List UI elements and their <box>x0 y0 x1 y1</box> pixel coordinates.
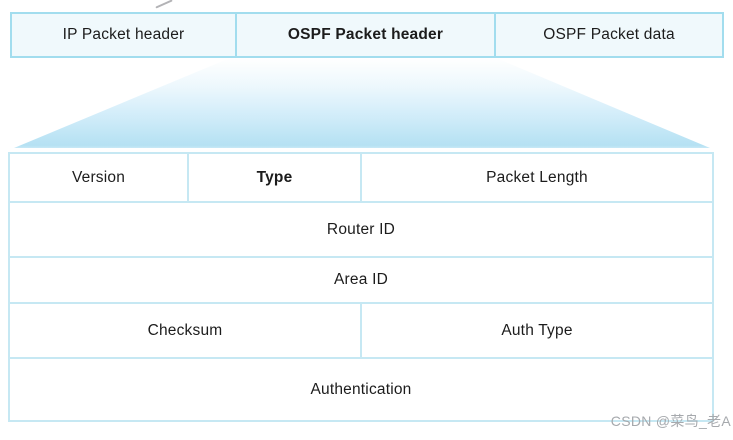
field-packet-length: Packet Length <box>362 154 712 201</box>
segment-ospf-packet-data: OSPF Packet data <box>496 14 722 56</box>
field-authentication: Authentication <box>10 359 712 420</box>
field-checksum: Checksum <box>10 304 360 357</box>
field-auth-type: Auth Type <box>362 304 712 357</box>
cursor-stroke-artifact <box>155 0 173 9</box>
field-area-id: Area ID <box>10 258 712 302</box>
field-router-id: Router ID <box>10 203 712 256</box>
ospf-header-field-table: Version Type Packet Length Router ID Are… <box>8 152 714 422</box>
csdn-watermark: CSDN @菜鸟_老A <box>610 413 731 429</box>
packet-structure-bar: IP Packet header OSPF Packet header OSPF… <box>10 12 724 58</box>
segment-ip-packet-header: IP Packet header <box>12 14 235 56</box>
field-type: Type <box>189 154 360 201</box>
field-version: Version <box>10 154 187 201</box>
segment-ospf-packet-header: OSPF Packet header <box>237 14 494 56</box>
expansion-beam <box>14 58 710 148</box>
